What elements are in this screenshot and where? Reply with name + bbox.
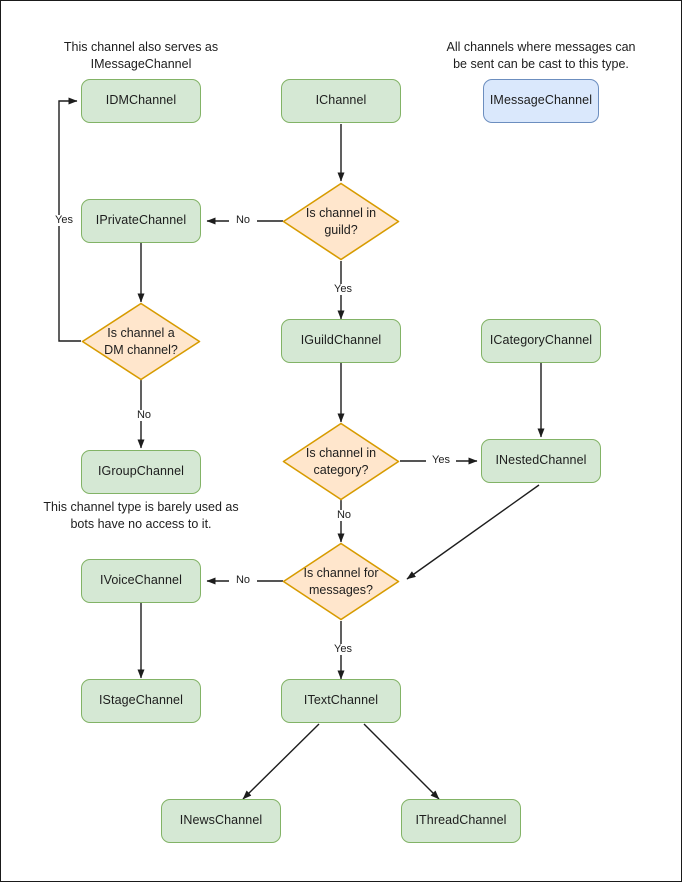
- edge-itextchannel-to-ithreadchannel: [363, 723, 440, 800]
- node-inestedchannel[interactable]: INestedChannel: [481, 439, 601, 483]
- diamond-shape: [282, 542, 400, 621]
- edge-inestedchannel-to-messages-decision: [406, 484, 540, 580]
- node-itextchannel[interactable]: ITextChannel: [281, 679, 401, 723]
- node-inewschannel-label: INewsChannel: [179, 813, 263, 828]
- decision-is-channel-in-guild[interactable]: Is channel in guild?: [282, 182, 400, 261]
- node-iprivatechannel[interactable]: IPrivateChannel: [81, 199, 201, 243]
- edge-label-yes-dm-loop: Yes: [49, 215, 79, 226]
- diamond-shape: [282, 182, 400, 261]
- annotation-group-channel: This channel type is barely used as bots…: [43, 500, 239, 532]
- node-istagechannel-label: IStageChannel: [98, 693, 183, 708]
- node-ichannel-label: IChannel: [315, 93, 367, 108]
- node-iguildchannel[interactable]: IGuildChannel: [281, 319, 401, 363]
- node-inestedchannel-label: INestedChannel: [495, 453, 587, 468]
- node-igroupchannel[interactable]: IGroupChannel: [81, 450, 201, 494]
- decision-is-channel-dm[interactable]: Is channel a DM channel?: [81, 302, 201, 381]
- diamond-shape: [282, 422, 400, 501]
- node-iprivatechannel-label: IPrivateChannel: [95, 213, 187, 228]
- node-itextchannel-label: ITextChannel: [303, 693, 379, 708]
- edge-label-no-guild: No: [229, 215, 257, 226]
- node-ithreadchannel[interactable]: IThreadChannel: [401, 799, 521, 843]
- node-ichannel[interactable]: IChannel: [281, 79, 401, 123]
- node-idmchannel-label: IDMChannel: [105, 93, 177, 108]
- node-inewschannel[interactable]: INewsChannel: [161, 799, 281, 843]
- node-iguildchannel-label: IGuildChannel: [300, 333, 382, 348]
- node-ivoicechannel-label: IVoiceChannel: [100, 573, 182, 588]
- diamond-shape: [81, 302, 201, 381]
- annotation-message-channel: All channels where messages can be sent …: [446, 40, 636, 72]
- annotation-dm-channel: This channel also serves as IMessageChan…: [63, 40, 219, 72]
- node-imessagechannel[interactable]: IMessageChannel: [483, 79, 599, 123]
- edge-itextchannel-to-inewschannel: [242, 723, 320, 800]
- node-istagechannel[interactable]: IStageChannel: [81, 679, 201, 723]
- decision-is-channel-in-category[interactable]: Is channel in category?: [282, 422, 400, 501]
- node-icategorychannel-label: ICategoryChannel: [489, 333, 593, 348]
- edge-label-no-dm: No: [130, 410, 158, 421]
- edge-label-no-category: No: [330, 510, 358, 521]
- edge-label-yes-messages: Yes: [328, 644, 358, 655]
- node-ivoicechannel[interactable]: IVoiceChannel: [81, 559, 201, 603]
- node-igroupchannel-label: IGroupChannel: [97, 464, 185, 479]
- decision-is-channel-for-messages[interactable]: Is channel for messages?: [282, 542, 400, 621]
- node-ithreadchannel-label: IThreadChannel: [415, 813, 507, 828]
- node-idmchannel[interactable]: IDMChannel: [81, 79, 201, 123]
- node-icategorychannel[interactable]: ICategoryChannel: [481, 319, 601, 363]
- edge-label-yes-category: Yes: [426, 455, 456, 466]
- edge-label-yes-guild: Yes: [328, 284, 358, 295]
- edge-label-no-messages: No: [229, 575, 257, 586]
- node-imessagechannel-label: IMessageChannel: [489, 93, 593, 108]
